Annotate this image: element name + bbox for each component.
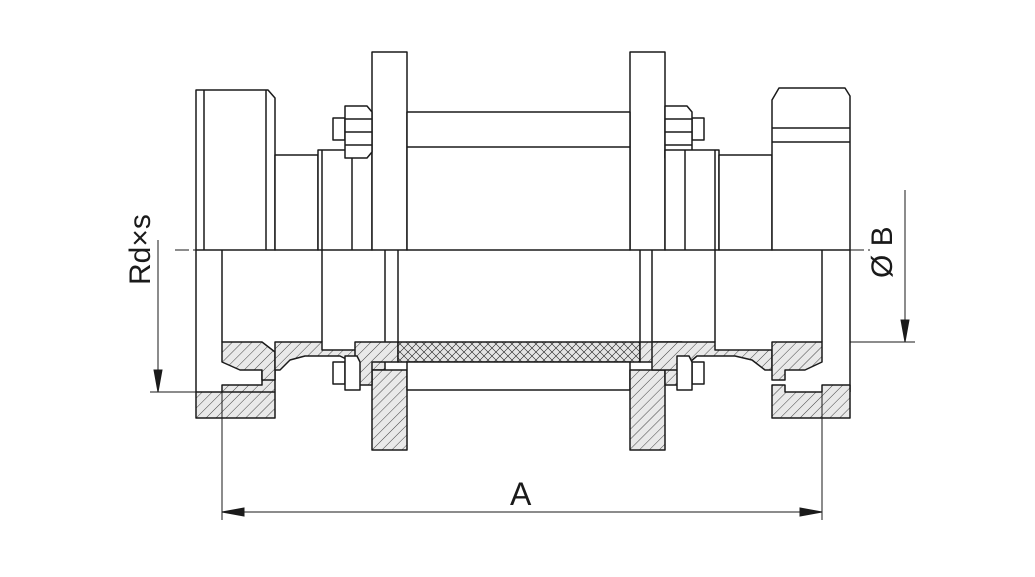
right-flange [629,51,666,251]
thread-arrow [153,369,163,393]
length-arrow-left [221,507,245,517]
right-bolt-lower [676,355,705,391]
length-label: A [510,476,532,512]
right-spigot [664,149,720,251]
right-nut-section [771,341,823,381]
upper-half-view [195,51,851,251]
left-spigot [317,149,373,251]
right-flange-section [629,369,666,451]
right-bolt-upper [664,105,705,159]
sight-tube-upper [406,111,631,251]
right-neck [718,154,773,251]
right-hex-nut [771,87,851,251]
right-spigot-section [651,341,773,371]
sight-glass-section [397,341,641,363]
left-flange-section [371,369,408,451]
bore-outline [195,250,851,392]
lower-half-section [195,250,851,451]
left-flange [371,51,408,251]
left-bolt-lower [332,355,361,391]
diameter-label: Ø B [866,226,899,278]
thread-label: Rd×s [124,214,157,285]
left-neck [274,154,319,251]
left-union-nut [195,89,276,251]
left-bolt-upper [332,105,373,159]
length-arrow-right [799,507,823,517]
diameter-arrow [900,319,910,343]
